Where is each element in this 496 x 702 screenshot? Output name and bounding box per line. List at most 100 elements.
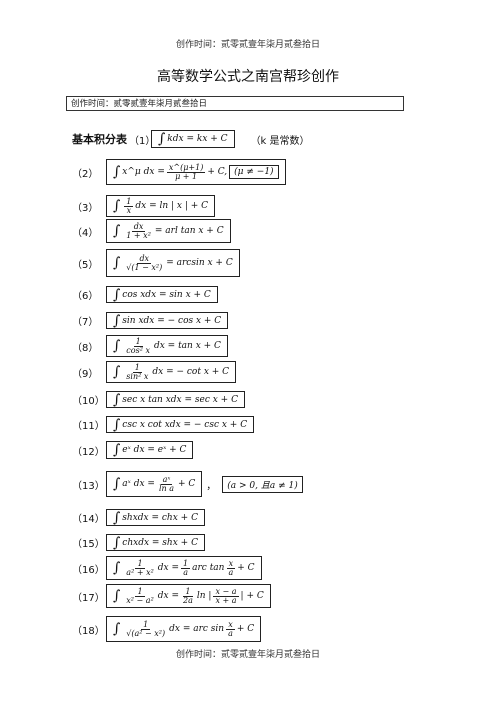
- fraction-denominator: 2a: [183, 595, 193, 605]
- formula-row-14: （14） ∫shxdx = chx + C: [72, 509, 205, 526]
- fraction-denominator: √(1 − x²): [126, 262, 163, 272]
- formula-number: （2）: [72, 168, 99, 180]
- formula-rhs: + C: [237, 563, 255, 573]
- formula-box: ∫sin xdx = − cos x + C: [106, 312, 229, 329]
- section-label: 基本积分表: [72, 133, 127, 146]
- fraction-numerator: 1: [124, 196, 134, 207]
- formula-middle: dx = arc sin: [169, 624, 225, 634]
- fraction-denominator: cos² x: [126, 345, 150, 355]
- fraction-numerator: dx: [131, 221, 146, 232]
- formula-number: （15）: [72, 539, 105, 550]
- fraction-denominator: a: [183, 567, 188, 577]
- fraction-numerator: x: [226, 558, 236, 569]
- formula-row-15: （15） ∫chxdx = shx + C: [72, 534, 205, 551]
- formula-row-10: （10） ∫sec x tan xdx = sec x + C: [72, 391, 245, 408]
- formula-number: （14）: [72, 514, 105, 525]
- formula-row-6: （6） ∫cos xdx = sin x + C: [72, 286, 218, 303]
- fraction-denominator: x: [126, 205, 132, 215]
- inner-header-box: 创作时间：贰零贰壹年柒月贰叁拾日: [66, 96, 404, 111]
- formula-number: （8）: [72, 342, 99, 354]
- formula-function: arc tan: [192, 563, 225, 573]
- formula-box: ∫kdx = kx + C: [151, 130, 235, 148]
- formula-row-1: 基本积分表 （1） ∫kdx = kx + C （k 是常数）: [72, 130, 310, 148]
- formula-rhs: + C: [236, 624, 255, 634]
- formula-number: （3）: [72, 202, 99, 214]
- formula-row-12: （12） ∫eˣ dx = eˣ + C: [72, 441, 194, 459]
- formula-number: （4）: [72, 227, 99, 239]
- formula-number: （10）: [72, 396, 105, 407]
- formula-rhs: + C: [178, 479, 196, 489]
- fraction-numerator: x^(μ+1): [166, 162, 206, 173]
- formula-row-7: （7） ∫sin xdx = − cos x + C: [72, 312, 229, 329]
- formula-separator: ，: [206, 480, 217, 492]
- formula-rhs: dx = − cot x + C: [152, 367, 230, 377]
- formula-number: （18）: [72, 625, 105, 637]
- formula-function: ln |: [196, 591, 212, 601]
- formula-number: （17）: [72, 592, 105, 604]
- fraction-denominator: √(a² − x²): [126, 628, 166, 638]
- fraction-denominator: a: [228, 628, 233, 638]
- fraction-numerator: x − a: [213, 586, 239, 597]
- fraction-numerator: 1: [181, 558, 191, 569]
- fraction-denominator: x² − a²: [126, 595, 154, 605]
- fraction-denominator: x + a: [215, 595, 237, 605]
- formula-condition: (a > 0, 且a ≠ 1): [222, 475, 303, 493]
- formula-box: ∫chxdx = shx + C: [106, 534, 205, 551]
- formula-rhs: dx = ln | x | + C: [135, 201, 209, 211]
- fraction-numerator: 1: [132, 362, 142, 373]
- fraction-denominator: a² + x²: [126, 567, 154, 577]
- formula-box: ∫x^μ dx = x^(μ+1)μ + 1 + C, (μ ≠ −1): [106, 159, 286, 185]
- formula-number: （6）: [72, 291, 99, 302]
- formula-box: ∫ dx√(1 − x²) = arcsin x + C: [106, 249, 240, 277]
- formula-expression: cos xdx = sin x + C: [122, 289, 211, 300]
- formula-expression: shxdx = chx + C: [122, 512, 198, 523]
- page-footer-timestamp: 创作时间：贰零贰壹年柒月贰叁拾日: [175, 650, 320, 660]
- formula-box: ∫sec x tan xdx = sec x + C: [106, 391, 245, 408]
- page-header-timestamp: 创作时间：贰零贰壹年柒月贰叁拾日: [175, 40, 320, 50]
- formula-rhs: = kx + C: [186, 134, 228, 144]
- formula-lhs: aˣ dx =: [122, 479, 155, 489]
- fraction-denominator: sin² x: [126, 371, 149, 381]
- formula-middle: dx =: [157, 563, 180, 573]
- fraction-denominator: a: [228, 567, 234, 577]
- fraction-numerator: aˣ: [160, 474, 173, 485]
- formula-box: ∫eˣ dx = eˣ + C: [106, 441, 194, 459]
- fraction-denominator: 1 + x²: [126, 230, 151, 240]
- formula-number: （12）: [72, 446, 105, 458]
- formula-rhs: = arcsin x + C: [166, 258, 233, 268]
- fraction-numerator: 1: [183, 586, 193, 597]
- formula-lhs: x^μ dx: [122, 167, 155, 177]
- fraction-numerator: 1: [135, 558, 145, 569]
- formula-rhs: | + C: [240, 591, 264, 601]
- formula-row-2: （2） ∫x^μ dx = x^(μ+1)μ + 1 + C, (μ ≠ −1): [72, 159, 286, 185]
- formula-expression: sec x tan xdx = sec x + C: [122, 394, 238, 405]
- formula-expression: chxdx = shx + C: [122, 537, 198, 548]
- section-note: （k 是常数）: [250, 135, 310, 147]
- document-title: 高等数学公式之南宫帮珍创作: [157, 69, 339, 85]
- formula-rhs: = arl tan x + C: [154, 226, 224, 236]
- formula-lhs: kdx: [167, 134, 184, 144]
- formula-middle: dx =: [157, 591, 180, 601]
- formula-box: ∫csc x cot xdx = − csc x + C: [106, 416, 255, 433]
- formula-number: （7）: [72, 317, 99, 328]
- formula-number: （11）: [72, 421, 105, 432]
- fraction-numerator: 1: [135, 586, 145, 597]
- fraction-numerator: 1: [141, 619, 151, 630]
- formula-condition: (μ ≠ −1): [229, 165, 279, 179]
- formula-number: （9）: [72, 368, 99, 380]
